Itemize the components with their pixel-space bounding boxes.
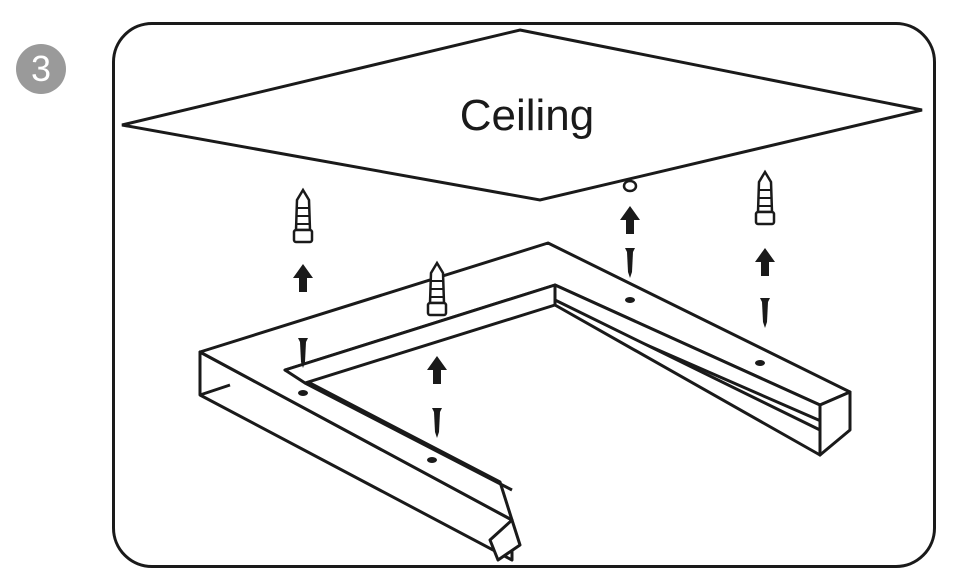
illustration-frame: [112, 22, 936, 568]
fastener-set-back-middle: [620, 179, 640, 278]
mounting-frame: [198, 241, 852, 562]
ceiling-label: Ceiling: [460, 91, 595, 140]
fastener-set-front-middle: [426, 261, 448, 438]
frame-holes: [298, 297, 765, 463]
step-number-badge: 3: [16, 44, 66, 94]
fastener-set-back-right: [754, 170, 776, 328]
ceiling-plane: Ceiling: [121, 28, 923, 202]
